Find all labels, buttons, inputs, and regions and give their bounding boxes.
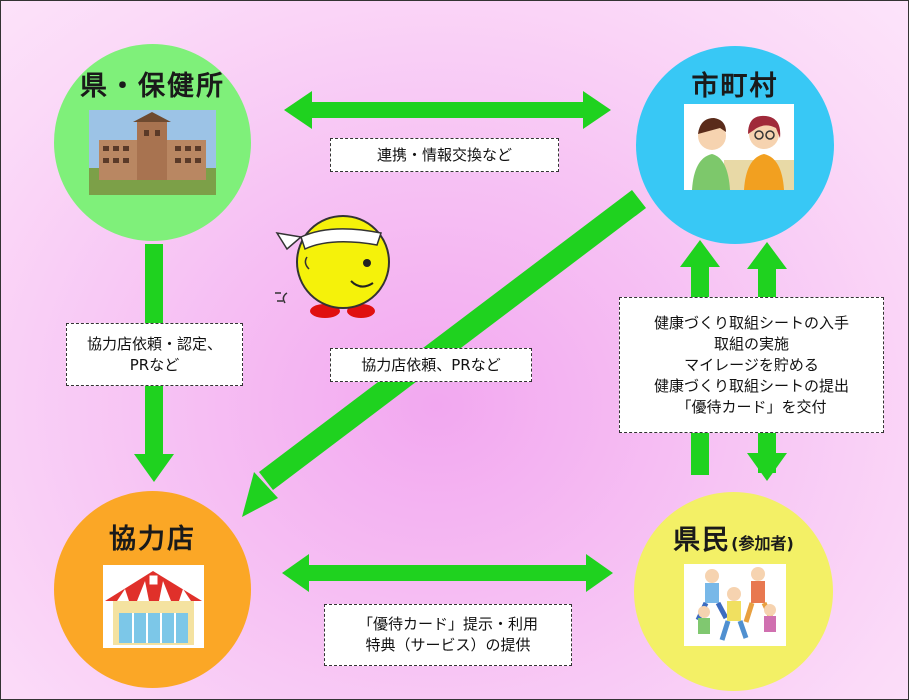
label-right: 健康づくり取組シートの入手 取組の実施 マイレージを貯める 健康づくり取組シート…	[619, 297, 884, 433]
label-diagonal-line: 協力店依頼、PRなど	[361, 355, 501, 374]
arrow-prefecture-municipality	[284, 91, 611, 129]
label-right-line: 「優待カード」を交付	[676, 397, 827, 416]
running-ball-mascot-icon	[275, 215, 390, 318]
label-right-line: 健康づくり取組シートの入手	[653, 313, 849, 332]
residents-title-main: 県民	[673, 525, 732, 556]
node-residents: 県民(参加者)	[634, 492, 833, 691]
prefecture-title: 県・保健所	[80, 71, 225, 102]
label-left: 協力店依頼・認定、 PRなど	[66, 323, 243, 386]
label-bottom-line: 「優待カード」提示・利用	[357, 615, 538, 633]
residents-title-suffix: (参加者)	[731, 534, 794, 553]
consultation-icon	[684, 104, 794, 190]
arrow-store-residents	[282, 554, 613, 592]
government-building-icon	[89, 110, 216, 195]
label-bottom: 「優待カード」提示・利用 特典（サービス）の提供	[324, 604, 572, 666]
running-people-icon	[684, 564, 786, 646]
label-right-line: マイレージを貯める	[684, 355, 819, 374]
label-bottom-line: 特典（サービス）の提供	[365, 636, 531, 654]
residents-title: 県民(参加者)	[634, 518, 833, 557]
store-icon	[103, 565, 204, 648]
label-top-line: 連携・情報交換など	[376, 145, 512, 164]
arrow-municipality-store	[242, 190, 646, 517]
node-municipality: 市町村	[636, 46, 834, 244]
label-right-line: 取組の実施	[713, 334, 789, 353]
partner-store-title: 協力店	[109, 524, 196, 555]
node-partner-store: 協力店	[54, 491, 251, 688]
label-left-line: PRなど	[129, 355, 180, 374]
label-left-line: 協力店依頼・認定、	[86, 334, 222, 353]
node-prefecture: 県・保健所	[54, 44, 251, 241]
municipality-title: 市町村	[691, 71, 779, 102]
label-diagonal: 協力店依頼、PRなど	[330, 348, 532, 382]
label-top: 連携・情報交換など	[330, 138, 559, 172]
label-right-line: 健康づくり取組シートの提出	[653, 376, 849, 395]
